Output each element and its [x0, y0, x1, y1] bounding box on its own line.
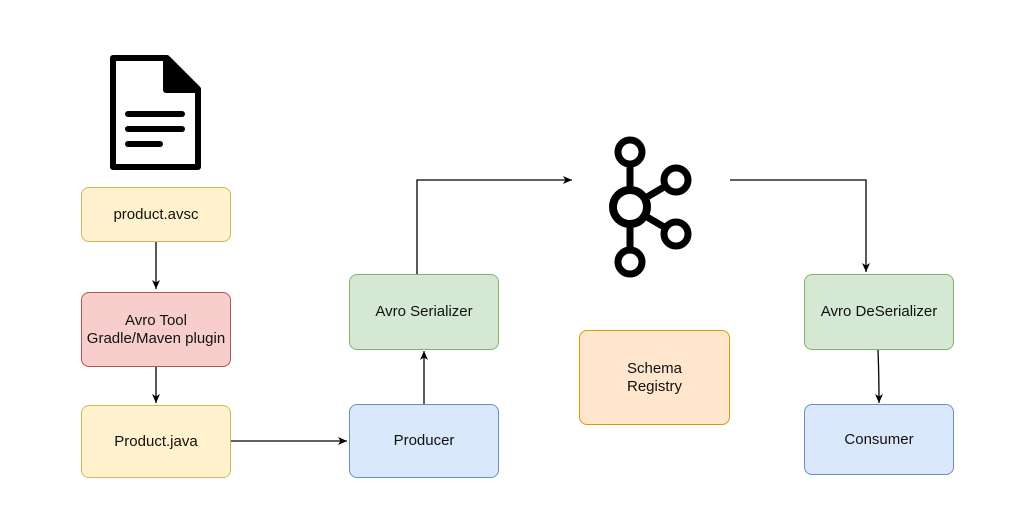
edge-kafka-to-deserializer — [730, 179, 870, 272]
schema-registry-node: Schema Registry — [579, 330, 730, 425]
edge-deserializer-to-consumer — [874, 349, 883, 404]
producer-node: Producer — [349, 404, 499, 478]
consumer-node: Consumer — [804, 404, 954, 475]
java-class-node: Product.java — [81, 405, 231, 478]
document-icon — [110, 55, 201, 170]
avro-deserializer-node: Avro DeSerializer — [804, 274, 954, 350]
schema-file-node: product.avsc — [81, 187, 231, 242]
edge-serializer-to-kafka — [416, 176, 572, 274]
avro-tool-node: Avro Tool Gradle/Maven plugin — [81, 292, 231, 367]
kafka-icon — [609, 136, 692, 278]
avro-serializer-node: Avro Serializer — [349, 274, 499, 350]
